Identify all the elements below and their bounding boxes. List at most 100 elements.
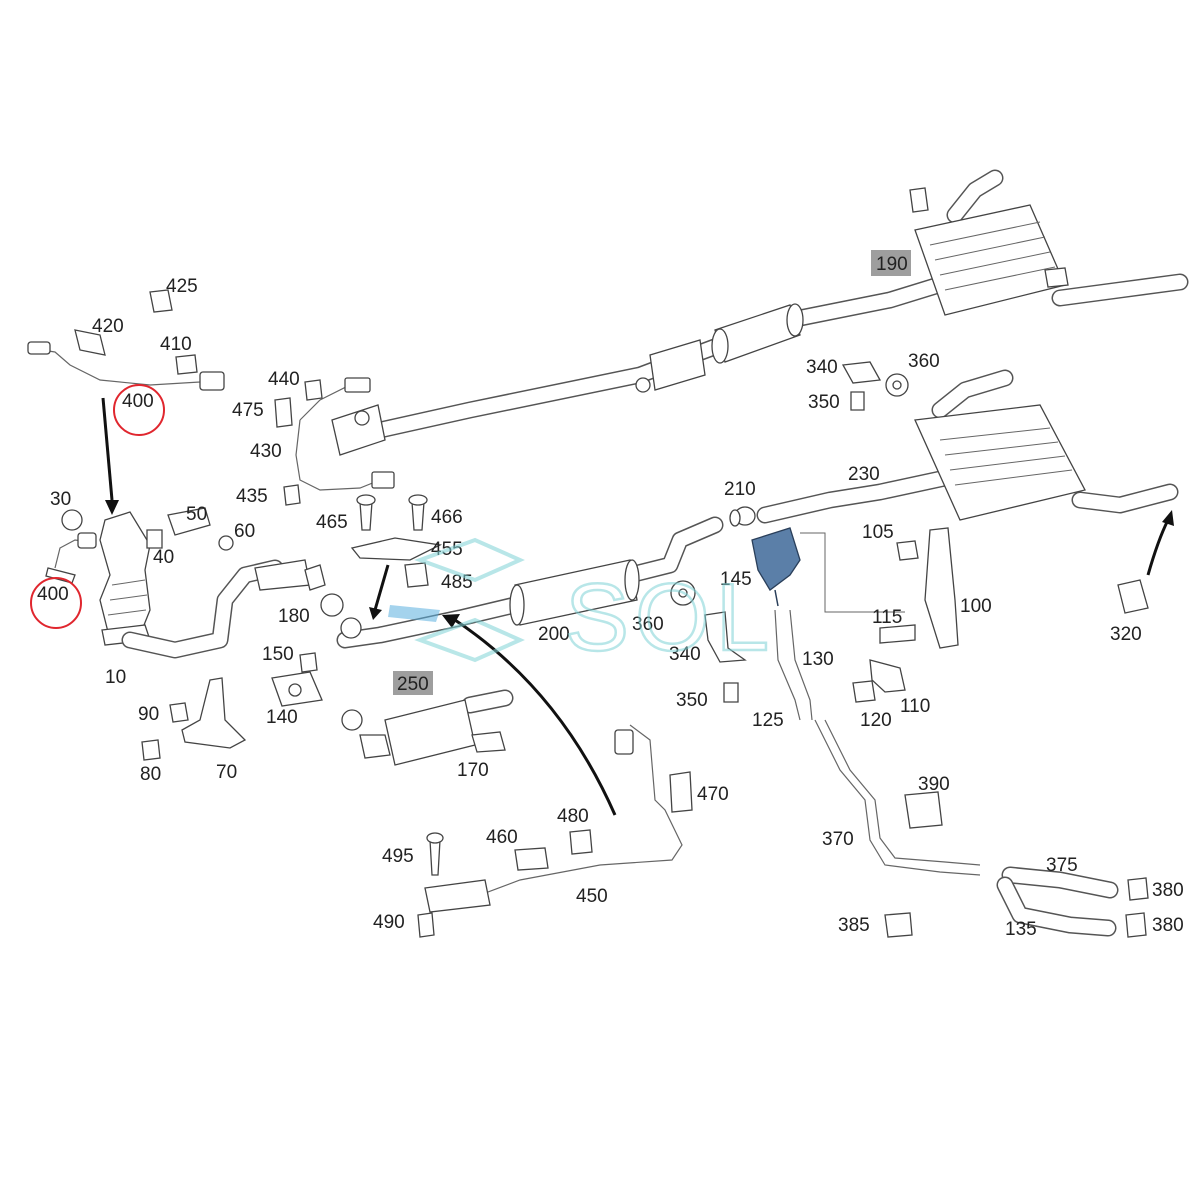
part-label-40: 40 <box>153 547 174 568</box>
clip-390 <box>904 791 943 829</box>
flange-upper <box>331 404 386 456</box>
highlight-ring-400-lower <box>30 577 82 629</box>
part-label-340-upper: 340 <box>806 357 838 378</box>
clip-425 <box>149 289 173 313</box>
part-label-490: 490 <box>373 912 405 933</box>
bolt-40 <box>146 529 163 549</box>
nut-80 <box>141 739 161 761</box>
gasket-30 <box>61 509 83 531</box>
part-label-465: 465 <box>316 512 348 533</box>
part-label-480: 480 <box>557 806 589 827</box>
part-label-105: 105 <box>862 522 894 543</box>
part-label-250: 250 <box>397 674 429 695</box>
watermark: SOL <box>388 537 770 672</box>
part-label-350-lower: 350 <box>676 690 708 711</box>
part-label-135: 135 <box>1005 919 1037 940</box>
part-label-320: 320 <box>1110 624 1142 645</box>
part-label-400-upper: 400 <box>122 391 154 412</box>
bracket-170 <box>471 731 506 753</box>
sensor-wire-450 <box>424 724 683 913</box>
downpipe-10 <box>121 559 326 659</box>
part-label-425: 425 <box>166 276 198 297</box>
part-label-466: 466 <box>431 507 463 528</box>
part-label-385: 385 <box>838 915 870 936</box>
part-label-130: 130 <box>802 649 834 670</box>
part-label-70: 70 <box>216 762 237 783</box>
leader-145-100 <box>800 532 905 613</box>
arrow-head-455 <box>369 607 382 620</box>
part-label-60: 60 <box>234 521 255 542</box>
clip-480 <box>569 829 593 855</box>
bolt-465 <box>356 494 376 531</box>
part-label-230: 230 <box>848 464 880 485</box>
part-label-145: 145 <box>720 569 752 590</box>
pressure-sensor-145 <box>751 527 801 607</box>
clip-380-upper <box>1127 877 1149 901</box>
heat-shield-455 <box>350 537 443 561</box>
label-190-box <box>871 250 911 276</box>
part-label-450: 450 <box>576 886 608 907</box>
clip-485 <box>404 562 429 588</box>
rear-silencer-upper <box>909 187 1069 316</box>
arrow-450-to-pipe <box>454 618 617 816</box>
part-label-340-lower: 340 <box>669 644 701 665</box>
hose-130-125 <box>774 609 813 721</box>
part-label-150: 150 <box>262 644 294 665</box>
rear-silencer-lower <box>914 404 1086 521</box>
hanger-340-lower <box>704 611 747 663</box>
arrow-head-450 <box>442 614 460 628</box>
part-label-140: 140 <box>266 707 298 728</box>
clip-410 <box>175 354 198 375</box>
tailpipe-cover-320 <box>1117 579 1149 614</box>
clip-385 <box>884 912 913 938</box>
bolt-435 <box>283 484 301 506</box>
pressure-line-430 <box>295 377 395 491</box>
part-label-30: 30 <box>50 489 71 510</box>
clip-460 <box>514 847 549 871</box>
middle-pipe-200 <box>336 516 724 649</box>
part-label-120: 120 <box>860 710 892 731</box>
lambda-sensor-upper <box>27 341 225 391</box>
part-label-410: 410 <box>160 334 192 355</box>
catalytic-converter-10 <box>99 511 151 646</box>
sensor-475 <box>274 397 293 428</box>
bolt-90 <box>169 702 189 723</box>
bracket-100 <box>924 527 959 649</box>
part-label-210: 210 <box>724 479 756 500</box>
part-label-495: 495 <box>382 846 414 867</box>
bolt-350-lower <box>723 682 739 703</box>
part-label-350-upper: 350 <box>808 392 840 413</box>
part-label-110: 110 <box>900 696 930 717</box>
highlight-ring-400-upper <box>113 384 165 436</box>
clip-115 <box>879 624 916 644</box>
bolt-495 <box>426 832 444 876</box>
clip-420 <box>74 329 106 356</box>
part-label-80: 80 <box>140 764 161 785</box>
part-label-475: 475 <box>232 400 264 421</box>
rear-exhaust-pipe-lower <box>756 369 1179 524</box>
rubber-mount-360-lower <box>670 580 696 606</box>
part-label-115: 115 <box>872 607 902 628</box>
hose-135 <box>996 876 1117 937</box>
lambda-sensor-lower <box>45 532 97 584</box>
part-label-470: 470 <box>697 784 729 805</box>
part-label-435: 435 <box>236 486 268 507</box>
part-label-360-lower: 360 <box>632 614 664 635</box>
part-label-125: 125 <box>752 710 784 731</box>
part-label-100: 100 <box>960 596 992 617</box>
particulate-filter-250 <box>341 689 514 766</box>
arrow-head-320 <box>1162 510 1174 526</box>
bolt-350-upper <box>850 391 865 411</box>
flange-140 <box>271 671 323 707</box>
part-label-190: 190 <box>876 254 908 275</box>
clamp-pipe-ring <box>340 617 362 639</box>
arrow-455 <box>373 564 390 611</box>
part-label-420: 420 <box>92 316 124 337</box>
hanger-340-upper <box>841 361 882 384</box>
arrow-head-400 <box>105 500 119 515</box>
rear-exhaust-pipe-upper <box>371 169 1189 439</box>
bracket-70 <box>181 677 247 749</box>
nut-150 <box>299 652 318 673</box>
